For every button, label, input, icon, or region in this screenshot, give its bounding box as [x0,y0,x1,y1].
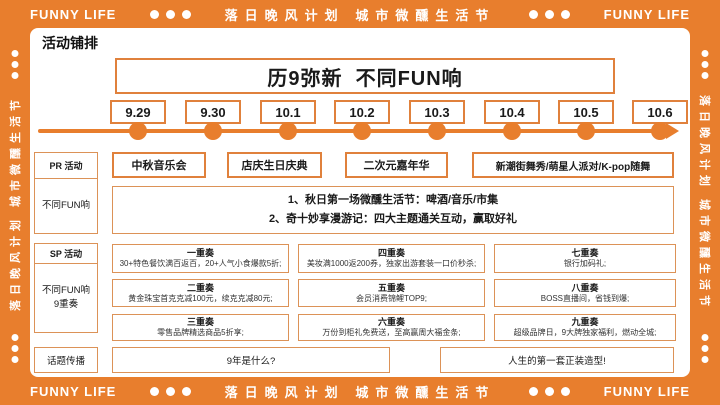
pr-event-box: 店庆生日庆典 [227,152,322,178]
dots-icon [701,334,709,363]
slogan-right: 城市微醺生活节 [355,384,496,400]
sp-sublabel: 不同FUN响 9重奏 [42,264,90,332]
date-box: 10.6 [632,100,688,124]
fun-line-1: 1、秋日第一场微醺生活节：啤酒/音乐/市集 [287,194,499,207]
date-box: 10.3 [409,100,465,124]
sp-cell-desc: 超级品牌日，9大牌独家福利，燃动全城; [513,328,657,338]
date-box: 9.30 [185,100,241,124]
timeline-dot [204,122,222,140]
topic-box: 人生的第一套正装造型! [440,347,674,373]
date-box: 10.4 [484,100,540,124]
dots-icon [11,334,19,363]
sp-cell: 一重奏 30+特色餐饮满百返百，20+人气小食爆款5折; [112,244,289,273]
date-box: 9.29 [110,100,166,124]
bottom-banner: FUNNY LIFE 落日晚风计划 城市微醺生活节 FUNNY LIFE [0,377,720,405]
bottom-slogan: 落日晚风计划 城市微醺生活节 [225,382,496,401]
sp-cell-title: 二重奏 [186,282,214,293]
slogan-left: 落日晚风计划 [224,384,345,400]
sp-cell-title: 三重奏 [186,317,214,328]
fun-line-2: 2、奇十妙享漫游记：四大主题通关互动，赢取好礼 [268,213,518,225]
sp-cell: 八重奏 BOSS直播间，省钱到爆; [494,279,676,307]
timeline-dot [353,122,371,140]
dots-icon [11,50,19,79]
sp-cell-desc: 零售品牌精选商品5折享; [157,328,244,338]
pr-row-label: PR 活动 不同FUN响 [34,152,98,234]
sp-cell-title: 四重奏 [377,248,405,259]
timeline-dot [503,122,521,140]
sp-cell: 四重奏 美妆满1000返200券，独家出游套装一口价秒杀; [298,244,485,273]
top-slogan: 落日晚风计划 城市微醺生活节 [225,5,496,24]
timeline-dot [428,122,446,140]
date-box: 10.1 [260,100,316,124]
sp-cell-title: 九重奏 [571,317,599,328]
page-title: 活动铺排 [42,35,98,51]
topic-box: 9年是什么? [112,347,390,373]
sp-row-label: SP 活动 不同FUN响 9重奏 [34,243,98,333]
sp-cell-title: 八重奏 [571,282,599,293]
brand-text-right: FUNNY LIFE [603,6,690,22]
sp-cell: 三重奏 零售品牌精选商品5折享; [112,314,289,341]
right-strip-text: 落日晚风计划 城市微醺生活节 [698,94,710,311]
pr-event-box: 二次元嘉年华 [345,152,448,178]
timeline-dot [651,122,669,140]
fun-content-box: 1、秋日第一场微醺生活节：啤酒/音乐/市集 2、奇十妙享漫游记：四大主题通关互动… [112,186,674,234]
sp-sublabel-line2: 9重奏 [53,299,79,310]
sp-cell-desc: 30+特色餐饮满百返百，20+人气小食爆款5折; [119,259,282,269]
top-banner: FUNNY LIFE 落日晚风计划 城市微醺生活节 FUNNY LIFE [0,0,720,28]
sp-cell: 二重奏 黄金珠宝首克克减100元，续克克减80元; [112,279,289,307]
sp-sublabel-line1: 不同FUN响 [41,284,91,296]
sp-cell-title: 一重奏 [186,248,214,259]
right-side-strip: 落日晚风计划 城市微醺生活节 [690,28,720,377]
dots-icon [150,9,191,19]
pr-event-box: 中秋音乐会 [112,152,206,178]
brand-text-left: FUNNY LIFE [30,383,117,399]
sp-cell-title: 六重奏 [377,317,405,328]
date-box: 10.2 [334,100,390,124]
sp-cell-title: 五重奏 [377,282,405,293]
sp-cell-desc: 会员消费锦鲤TOP9; [356,293,427,303]
topic-row-label: 话题传播 [34,347,98,373]
timeline-dot [577,122,595,140]
sp-cell: 九重奏 超级品牌日，9大牌独家福利，燃动全城; [494,314,676,341]
slogan-right: 城市微醺生活节 [355,7,496,23]
sp-cell-desc: 万份到柜礼免费送，至高赢周大福金条; [322,328,461,338]
left-side-strip: 落日晚风计划 城市微醺生活节 [0,28,30,377]
brand-text-right: FUNNY LIFE [603,383,690,399]
sp-cell: 七重奏 银行加码礼; [494,244,676,273]
timeline-arrow-icon [666,123,679,139]
left-strip-text: 落日晚风计划 城市微醺生活节 [10,94,22,311]
timeline-dot [279,122,297,140]
sp-label: SP 活动 [35,244,97,264]
dots-icon [150,386,191,396]
sp-cell: 五重奏 会员消费锦鲤TOP9; [298,279,485,307]
dots-icon [529,386,570,396]
pr-event-box: 新潮街舞秀/萌星人派对/K-pop随舞 [472,152,674,178]
sp-cell-desc: BOSS直播间，省钱到爆; [540,293,630,303]
dots-icon [701,50,709,79]
dots-icon [529,9,570,19]
slogan-left: 落日晚风计划 [224,7,345,23]
main-title-box: 历9弥新 不同FUN响 [115,58,615,94]
sp-cell-title: 七重奏 [571,248,599,259]
sp-cell-desc: 银行加码礼; [563,259,607,269]
pr-sublabel: 不同FUN响 [41,199,91,211]
pr-label: PR 活动 [35,153,97,179]
sp-cell-desc: 美妆满1000返200券，独家出游套装一口价秒杀; [306,259,477,269]
brand-text-left: FUNNY LIFE [30,6,117,22]
date-box: 10.5 [558,100,614,124]
timeline-dot [129,122,147,140]
sp-cell-desc: 黄金珠宝首克克减100元，续克克减80元; [128,293,273,303]
sp-cell: 六重奏 万份到柜礼免费送，至高赢周大福金条; [298,314,485,341]
